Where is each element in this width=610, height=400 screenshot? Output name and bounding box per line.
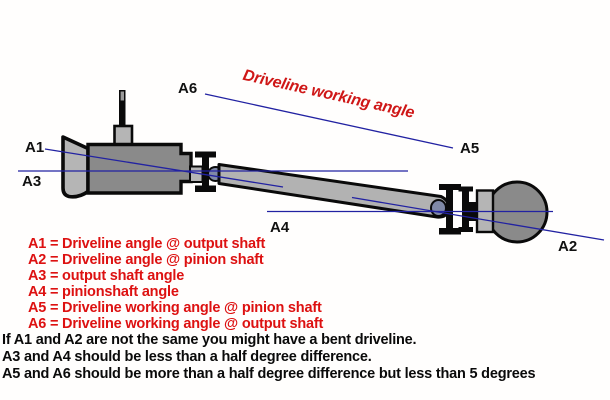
label-a4: A4 <box>270 219 290 236</box>
note-bent-driveline: If A1 and A2 are not the same you might … <box>2 332 417 348</box>
driveline-angle-line-a1 <box>44 148 284 188</box>
label-a5: A5 <box>460 140 480 157</box>
note-a5-a6-difference: A5 and A6 should be more than a half deg… <box>2 366 536 382</box>
label-a3: A3 <box>22 173 42 190</box>
shifter-knob-shape <box>120 91 124 101</box>
front-ujoint-bar <box>202 151 209 192</box>
legend-item-a5: A5 = Driveline working angle @ pinion sh… <box>28 300 322 316</box>
driveline-angle-line-a2 <box>351 196 605 241</box>
bell-housing-shape <box>61 135 90 199</box>
pinion-yoke-bar <box>462 186 469 232</box>
working-angle-line-a6-a5 <box>204 93 454 149</box>
legend-item-a2: A2 = Driveline angle @ pinion shaft <box>28 252 264 268</box>
shifter-rod-shape <box>119 90 126 128</box>
driveshaft-shape <box>217 163 451 219</box>
label-a2: A2 <box>558 238 578 255</box>
legend-item-a1: A1 = Driveline angle @ output shaft <box>28 236 266 252</box>
label-a1: A1 <box>25 139 45 156</box>
note-a3-a4-difference: A3 and A4 should be less than a half deg… <box>2 349 372 365</box>
transmission-body-shape <box>86 142 193 195</box>
legend-item-a4: A4 = pinionshaft angle <box>28 284 179 300</box>
legend-item-a6: A6 = Driveline working angle @ output sh… <box>28 316 324 332</box>
legend-item-a3: A3 = output shaft angle <box>28 268 185 284</box>
shifter-base-shape <box>113 124 134 147</box>
label-a6: A6 <box>178 80 198 97</box>
rear-ujoint-bar <box>446 184 453 235</box>
